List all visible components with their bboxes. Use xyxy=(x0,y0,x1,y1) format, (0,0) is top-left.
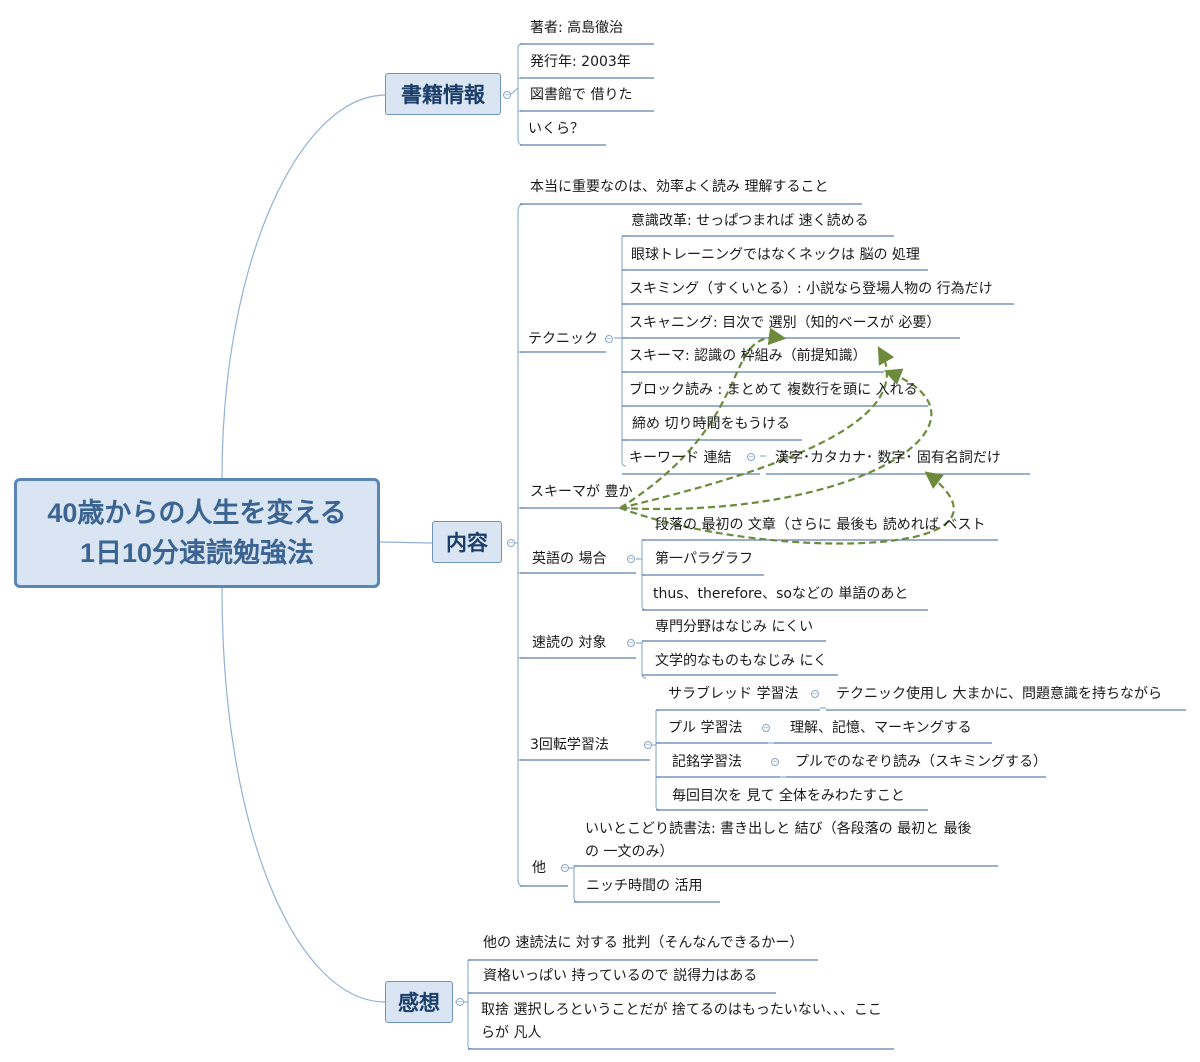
collapse-toggle-icon[interactable]: − xyxy=(561,864,569,872)
collapse-toggle-icon[interactable]: − xyxy=(811,690,819,698)
branch-impressions[interactable]: 感想 xyxy=(385,981,453,1023)
topic-other-item2[interactable]: ニッチ時間の 活用 xyxy=(586,878,703,894)
topic-impression-item3-line1[interactable]: 取捨 選択しろということだが 捨てるのはもったいない、、、ここ xyxy=(481,1002,882,1018)
collapse-toggle-icon[interactable]: − xyxy=(507,539,515,547)
collapse-toggle-icon[interactable]: − xyxy=(605,335,613,343)
topic-english[interactable]: 英語の 場合 xyxy=(532,551,607,567)
topic-other[interactable]: 他 xyxy=(532,860,546,876)
topic-target-item[interactable]: 専門分野はなじみ にくい xyxy=(655,619,814,635)
collapse-toggle-icon[interactable]: − xyxy=(456,998,464,1006)
topic-technique-item[interactable]: スキャニング: 目次で 選別（知的ベースが 必要） xyxy=(629,315,941,331)
topic-keyword-link[interactable]: キーワード 連結 xyxy=(629,450,732,466)
branch-contents[interactable]: 内容 xyxy=(432,521,502,563)
topic-technique-item[interactable]: 締め 切り時間をもうける xyxy=(632,416,791,432)
root-title-line1: 40歳からの人生を変える xyxy=(47,498,347,528)
topic-technique-item[interactable]: スキミング（すくいとる）: 小説なら登場人物の 行為だけ xyxy=(629,281,993,297)
collapse-toggle-icon[interactable]: − xyxy=(503,91,511,99)
topic-keyword-child[interactable]: 漢字･カタカナ･ 数字･ 固有名詞だけ xyxy=(775,450,1001,466)
topic-technique-item[interactable]: スキーマ: 認識の 枠組み（前提知識） xyxy=(629,348,867,364)
relation-arrow-keyword xyxy=(619,471,955,545)
topic-english-item[interactable]: 第一パラグラフ xyxy=(655,551,753,567)
topic-technique-item[interactable]: 意識改革: せっぱつまれば 速く読める xyxy=(631,213,869,229)
topic-english-item[interactable]: thus、therefore、soなどの 単語のあと xyxy=(653,586,909,602)
topic-library[interactable]: 図書館で 借りた xyxy=(530,87,633,103)
topic-targets[interactable]: 速読の 対象 xyxy=(532,635,607,651)
topic-impression-item[interactable]: 他の 速読法に 対する 批判（そんなんできるかー） xyxy=(483,935,804,951)
root-topic[interactable]: 40歳からの人生を変える 1日10分速読勉強法 xyxy=(14,478,380,588)
collapse-toggle-icon[interactable]: − xyxy=(747,453,755,461)
topic-method-name[interactable]: サラブレッド 学習法 xyxy=(668,686,799,702)
topic-method-desc[interactable]: プルでのなぞり読み（スキミングする） xyxy=(795,754,1047,770)
topic-method-name[interactable]: 記銘学習法 xyxy=(672,754,742,770)
topic-method-name[interactable]: プル 学習法 xyxy=(668,720,743,736)
topic-method-note[interactable]: 毎回目次を 見て 全体をみわたすこと xyxy=(672,788,905,804)
collapse-toggle-icon[interactable]: − xyxy=(771,758,779,766)
topic-schema-rich[interactable]: スキーマが 豊か xyxy=(530,484,633,500)
topic-method-desc[interactable]: テクニック使用し 大まかに、問題意識を持ちながら xyxy=(836,686,1163,702)
topic-technique-item[interactable]: ブロック読み : まとめて 複数行を頭に 入れる xyxy=(629,382,918,398)
topic-english-item[interactable]: 段落の 最初の 文章（さらに 最後も 読めれば ベスト xyxy=(655,517,986,533)
topic-target-item[interactable]: 文学的なものもなじみ にく xyxy=(655,653,828,669)
topic-impression-item[interactable]: 資格いっぱい 持っているので 説得力はある xyxy=(483,968,758,984)
connector-root-contents xyxy=(379,541,433,544)
collapse-toggle-icon[interactable]: − xyxy=(627,555,635,563)
topic-price[interactable]: いくら？ xyxy=(528,121,584,137)
branch-label: 書籍情報 xyxy=(401,84,485,107)
topic-other-item1-line2[interactable]: の 一文のみ） xyxy=(585,844,674,860)
relation-arrow-block xyxy=(619,368,933,511)
topic-other-item1-line1[interactable]: いいとこどり読書法: 書き出しと 結び（各段落の 最初と 最後 xyxy=(585,821,972,837)
topic-main-point[interactable]: 本当に重要なのは、効率よく読み 理解すること xyxy=(530,179,829,195)
collapse-toggle-icon[interactable]: − xyxy=(762,724,770,732)
relation-arrow-scanning xyxy=(619,327,787,509)
topic-technique[interactable]: テクニック xyxy=(528,331,598,347)
branch-label: 感想 xyxy=(398,992,440,1015)
connector-root-impressions xyxy=(221,587,386,1003)
topic-author[interactable]: 著者: 高島徹治 xyxy=(530,20,624,36)
collapse-toggle-icon[interactable]: − xyxy=(627,639,635,647)
topic-method-desc[interactable]: 理解、記憶、マーキングする xyxy=(790,720,972,736)
topic-technique-item[interactable]: 眼球トレーニングではなくネックは 脳の 処理 xyxy=(631,247,920,263)
topic-impression-item3-line2[interactable]: らが 凡人 xyxy=(481,1025,542,1041)
branch-book-info[interactable]: 書籍情報 xyxy=(385,73,501,115)
root-title-line2: 1日10分速読勉強法 xyxy=(79,538,315,568)
connector-root-bookinfo xyxy=(221,94,386,479)
topic-year[interactable]: 発行年: 2003年 xyxy=(530,54,631,70)
topic-three-rounds[interactable]: 3回転学習法 xyxy=(530,737,609,753)
collapse-toggle-icon[interactable]: − xyxy=(644,741,652,749)
branch-label: 内容 xyxy=(446,532,488,555)
